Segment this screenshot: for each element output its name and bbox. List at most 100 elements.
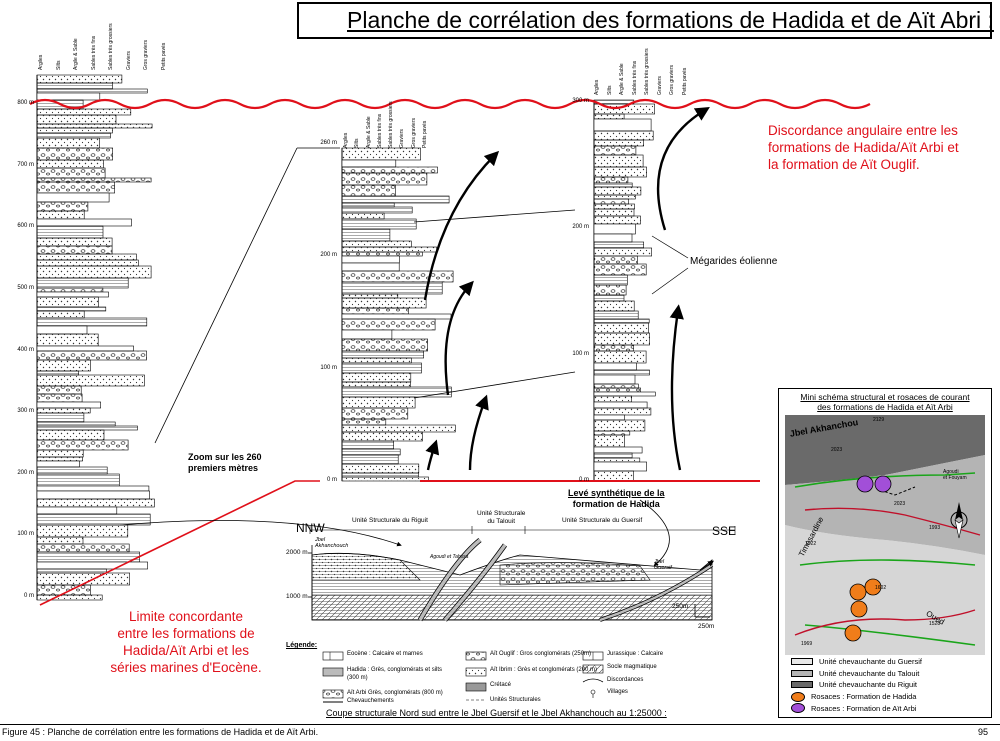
col2-bed: [341, 293, 399, 299]
elevation-label: 1602: [875, 585, 887, 591]
legend-item: Hadida : Grès, conglomérats et silts: [347, 667, 443, 673]
col3-bed: [593, 310, 639, 320]
col2-bed: [341, 212, 385, 220]
jbel-guersif-line-1: Jbel: [654, 559, 665, 565]
grain-size-label: Gros graviers: [669, 64, 675, 95]
col2-bed: [341, 472, 419, 478]
col3-bed: [593, 118, 652, 132]
col3-bed: [593, 322, 649, 334]
legend-text: Unité chevauchante du Guersif: [819, 657, 922, 666]
col1-bed: [36, 370, 80, 376]
legend-item: Jurassique : Calcaire: [607, 651, 664, 657]
col1-bed: [36, 137, 100, 149]
limite-note: Limite concordante entre les formations …: [106, 608, 266, 676]
col1-bed: [36, 265, 152, 279]
col1-bed: [36, 210, 85, 220]
grain-size-label: Graviers: [656, 76, 663, 95]
unit-talouit-label: Unité Structurale du Talouit: [477, 510, 525, 526]
discordance-note: Discordance angulaire entre les formatio…: [768, 122, 998, 173]
tick-label: 200 m: [572, 224, 589, 231]
map-agoudi-line-1: Agoudi: [943, 469, 959, 475]
col1-bed: [36, 333, 99, 347]
col1-bed: [36, 485, 150, 492]
sse-label: SSE: [712, 524, 737, 538]
col1-bed: [36, 490, 150, 500]
col1-bed: [36, 245, 113, 255]
col1-bed: [36, 147, 113, 161]
col2-bed: [341, 338, 428, 352]
legend-item: Aït Ibrim : Grès et conglomérats (200 m): [490, 667, 598, 673]
panel-title-line-2: des formations de Hadida et Aït Arbi: [817, 402, 953, 412]
grain-size-label: Sables très fins: [90, 35, 97, 70]
grain-size-label: Argile & Sable: [619, 63, 625, 95]
legend-text: Unité chevauchante du Riguit: [819, 680, 917, 689]
grain-size-label: Sables très grossiers: [388, 101, 394, 148]
legend-item: Eocène : Calcaire et marnes: [347, 651, 423, 657]
col1-bed: [36, 201, 89, 212]
tick-label: 700 m: [17, 161, 34, 168]
col3-bed: [593, 186, 642, 196]
col2-bed: [341, 396, 416, 409]
col1-bed: [36, 108, 132, 116]
zoom-label: Zoom sur les 260 premiers mètres: [188, 452, 262, 474]
limite-line-1: Limite concordante: [128, 609, 244, 624]
scale-h-label: 250m: [698, 623, 715, 630]
legend-item: Chevauchements: [347, 698, 394, 704]
col2-bed: [341, 255, 400, 264]
tick-label: 500 m: [17, 284, 34, 291]
col2-bed: [341, 172, 428, 186]
col3-bed: [593, 247, 653, 257]
tick-label: 100 m: [572, 350, 589, 357]
tick-label: 200 m: [17, 469, 34, 476]
legend-swatches: [322, 651, 604, 703]
grain-size-label: Argiles: [38, 54, 44, 70]
link-line: [119, 520, 402, 547]
scale-v-label: 250m: [672, 603, 689, 610]
nnw-label: NNW: [296, 521, 325, 535]
jbel-akh-label: Jbel Akhanchouch: [315, 537, 348, 549]
tick-label: 300 m: [572, 98, 589, 104]
megarides-label: Mégarides éolienne: [690, 256, 778, 267]
legend-item: Aït Arbi Grès, conglomérats (800 m): [347, 690, 443, 696]
paleocurrent-arrow: [425, 439, 440, 471]
col1-bed: [36, 159, 104, 169]
col1-bed: [36, 393, 83, 403]
col3-bed: [593, 203, 635, 210]
tick-label: 300 m: [17, 408, 34, 415]
col1-bed: [36, 407, 91, 414]
col3-bed: [593, 241, 645, 249]
col3-bed: [593, 223, 636, 235]
col1-bed: [36, 543, 130, 553]
col2-bed: [341, 357, 412, 364]
legend-swatch: [791, 669, 813, 677]
grain-size-label: Argiles: [343, 132, 349, 148]
col2-bed: [341, 362, 422, 374]
col3-bed: [593, 130, 654, 141]
col1-bed: [36, 296, 99, 308]
legend-item: Socle magmatique: [607, 664, 657, 670]
tick-label: 0 m: [578, 477, 589, 483]
grain-size-label: Graviers: [399, 129, 406, 148]
col3-bed: [593, 350, 647, 364]
col1-bed: [36, 466, 108, 475]
elevation-label: 1528: [929, 621, 941, 627]
col3-bed: [593, 461, 647, 472]
paleocurrent-arrow: [468, 394, 489, 471]
col3-bed: [593, 391, 656, 397]
col1-bed: [36, 374, 145, 387]
col2-bed: [341, 228, 391, 242]
legend-text: Rosaces : Formation de Hadida: [811, 692, 917, 701]
col1-bed: [36, 114, 117, 125]
elevation-label: 2023: [894, 501, 906, 507]
discordance-line-3: la formation de Aït Ouglif.: [768, 157, 920, 172]
zoom-line-1: Zoom sur les 260: [188, 452, 262, 462]
col2-bed: [341, 448, 401, 456]
tick-label: 800 m: [17, 100, 34, 106]
tick-label: 260 m: [320, 140, 337, 146]
structural-map: [785, 415, 985, 655]
legend-swatch: [791, 681, 813, 688]
link-line: [639, 499, 670, 567]
col2-bed: [341, 476, 429, 482]
